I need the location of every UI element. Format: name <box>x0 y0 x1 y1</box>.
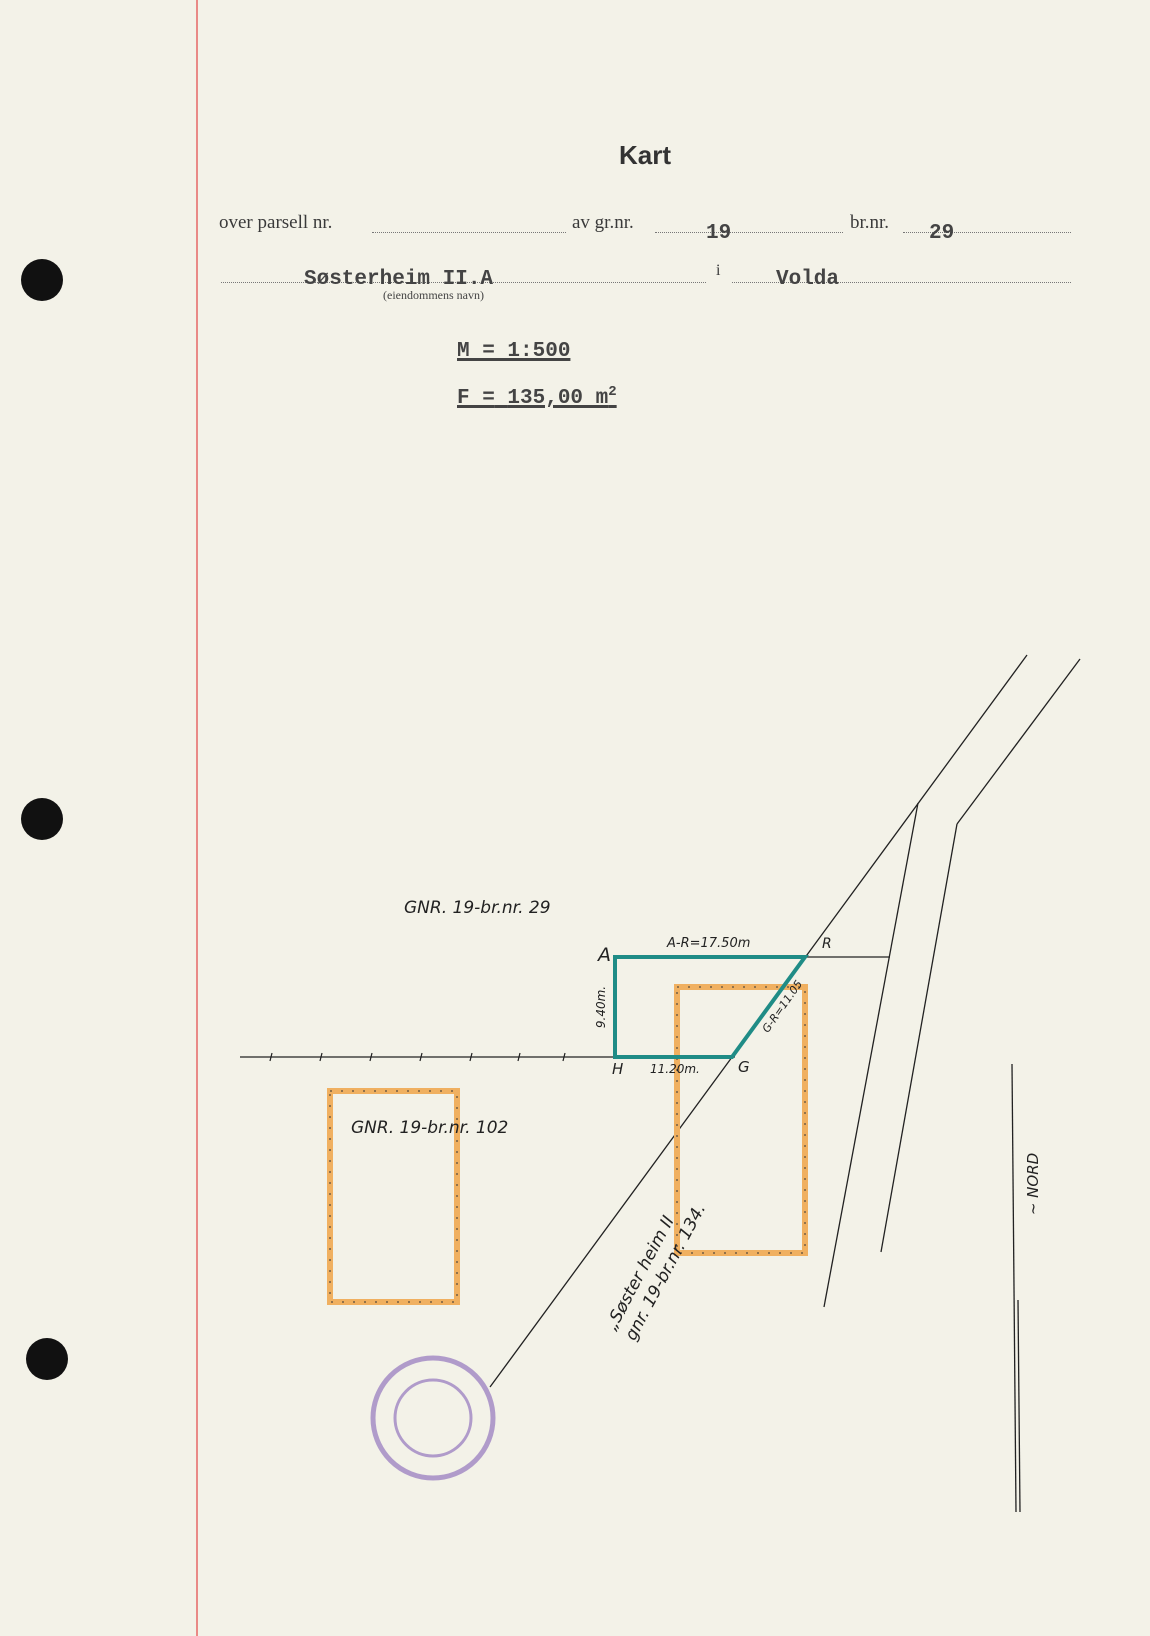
brnr-field <box>903 232 1071 233</box>
property-field <box>221 282 706 283</box>
point-a: A <box>598 944 611 966</box>
punch-hole <box>26 1338 68 1380</box>
road-line <box>956 658 1081 825</box>
parsell-field <box>372 232 566 233</box>
building-sosterheim <box>674 984 808 1256</box>
label-neighbor-west: GNR. 19-br.nr. 102 <box>351 1118 509 1138</box>
point-r: R <box>822 936 832 952</box>
brnr-value: 29 <box>929 222 955 245</box>
building-hatching <box>329 1090 458 1303</box>
stamp <box>370 1355 496 1481</box>
grnr-value: 19 <box>706 222 732 245</box>
area-unit-sup: 2 <box>608 384 617 400</box>
dim-ar: A-R=17.50m <box>667 936 751 951</box>
page-title: Kart <box>619 140 672 170</box>
dim-hg: 11.20m. <box>650 1062 700 1076</box>
punch-hole <box>21 798 63 840</box>
property-name: Søsterheim II.A <box>304 268 494 291</box>
north-label: ~ NORD <box>1024 1152 1043 1216</box>
road-line <box>823 802 919 1308</box>
point-h: H <box>612 1060 624 1078</box>
north-arrow <box>1011 1063 1017 1513</box>
punch-hole <box>21 259 63 301</box>
area-text: F = 135,00 m2 <box>457 384 617 410</box>
margin-line <box>196 0 198 1636</box>
grnr-label: av gr.nr. <box>572 212 634 233</box>
parcel-outline <box>613 955 809 1059</box>
north-arrow <box>1017 1299 1021 1513</box>
brnr-label: br.nr. <box>850 212 890 233</box>
area-value: 135,00 m <box>507 387 609 410</box>
grnr-field <box>655 232 843 233</box>
scale-text: M = 1:500 <box>457 340 571 363</box>
municipality: Volda <box>776 268 840 291</box>
parsell-label: over parsell nr. <box>219 212 333 233</box>
road-line <box>880 823 958 1253</box>
label-neighbor-north: GNR. 19-br.nr. 29 <box>404 898 551 918</box>
in-label: i <box>716 262 721 279</box>
property-caption: (eiendommens navn) <box>383 288 484 302</box>
point-g: G <box>738 1058 750 1076</box>
dim-ah: 9.40m. <box>594 985 609 1029</box>
municipality-field <box>732 282 1071 283</box>
area-prefix: F = <box>457 387 495 410</box>
